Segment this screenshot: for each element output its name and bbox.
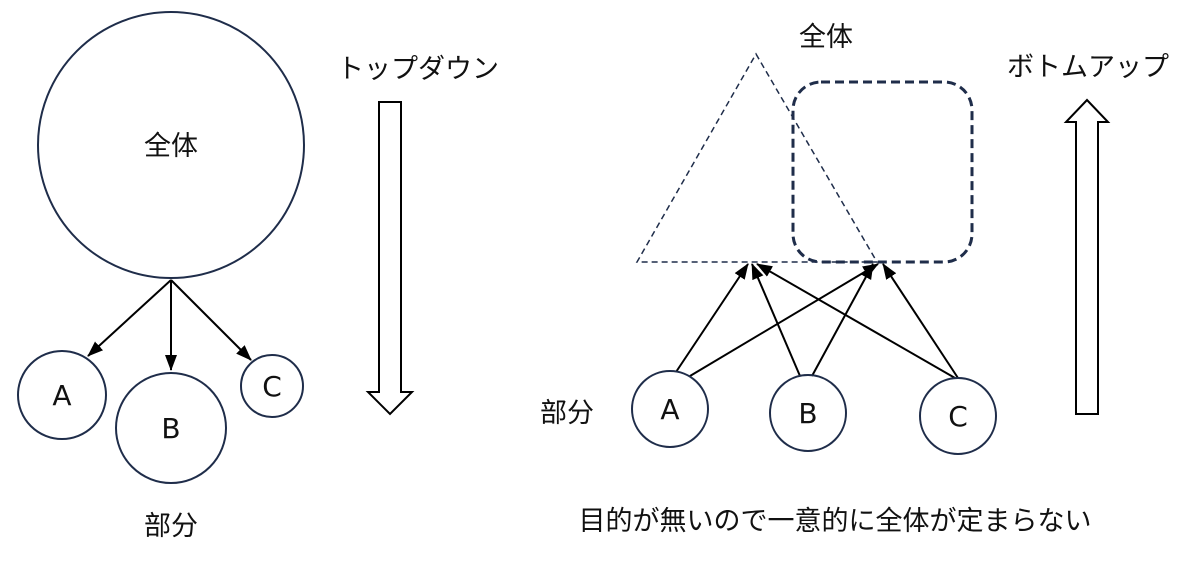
node-a-label: A <box>660 393 679 426</box>
whole-label: 全体 <box>144 131 198 162</box>
node-b-label: B <box>798 397 817 430</box>
node-c-label: C <box>948 400 968 433</box>
arrow-a-1 <box>675 263 749 373</box>
node-a-circle <box>631 370 709 448</box>
arrow-c-1 <box>756 263 956 379</box>
arrow-to-a <box>87 279 172 357</box>
whole-label: 全体 <box>799 22 853 53</box>
node-b-label: B <box>161 412 180 445</box>
node-a-circle <box>17 350 107 440</box>
arrow-to-c <box>170 279 252 361</box>
caption: 目的が無いので一意的に全体が定まらない <box>579 506 1092 537</box>
arrow-a-2 <box>689 263 879 377</box>
parts-label: 部分 <box>144 511 198 542</box>
node-b-circle <box>769 374 847 452</box>
whole-rounded-rect <box>791 80 974 264</box>
whole-circle <box>37 11 305 279</box>
parts-label: 部分 <box>540 398 594 429</box>
node-c-label: C <box>262 370 282 403</box>
bottom-up-diagram: 全体 部分 A B C ボトムアップ 目的が無いので一意的に全体が定まらない <box>540 22 1169 537</box>
top-down-label: トップダウン <box>337 54 499 85</box>
whole-triangle <box>635 52 879 263</box>
node-c-circle <box>240 354 304 418</box>
arrow-b-1 <box>751 263 801 377</box>
up-arrow-icon <box>1063 98 1111 415</box>
arrow-c-2 <box>882 263 959 379</box>
node-b-circle <box>115 372 227 484</box>
arrow-b-2 <box>811 263 874 377</box>
bottom-up-label: ボトムアップ <box>1007 52 1169 83</box>
down-arrow-icon <box>365 101 415 416</box>
top-down-diagram: 全体 A B C 部分 トップダウン <box>17 11 499 542</box>
node-a-label: A <box>52 379 71 412</box>
node-c-circle <box>919 377 997 455</box>
